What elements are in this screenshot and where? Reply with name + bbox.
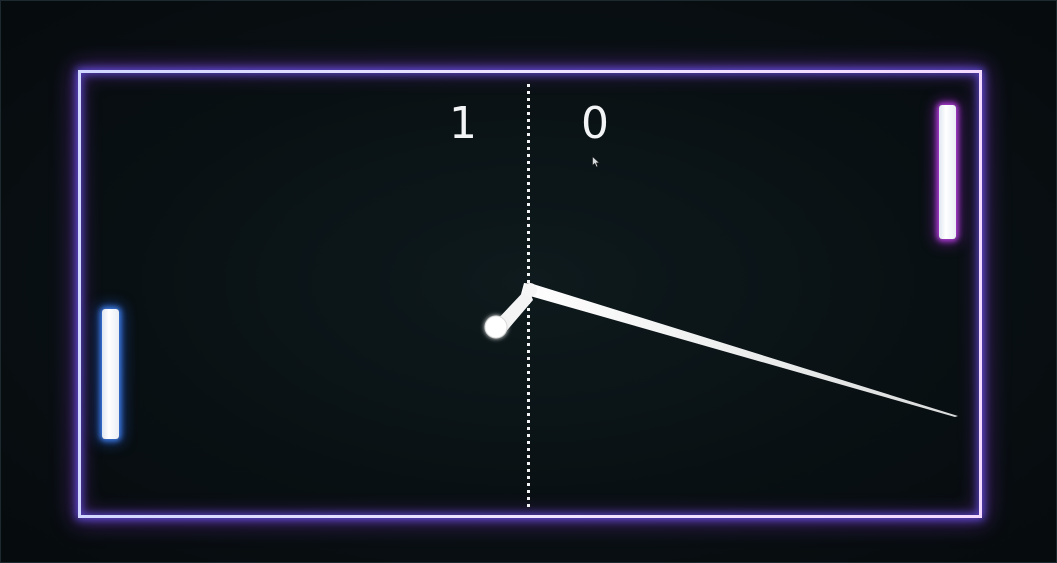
game-arena [78,70,982,518]
center-net-line [527,84,530,508]
mouse-pointer-icon [592,156,600,168]
left-paddle[interactable] [102,309,119,439]
player-right-score: 0 [581,98,609,149]
right-paddle [939,105,956,239]
player-left-score: 1 [449,98,477,149]
